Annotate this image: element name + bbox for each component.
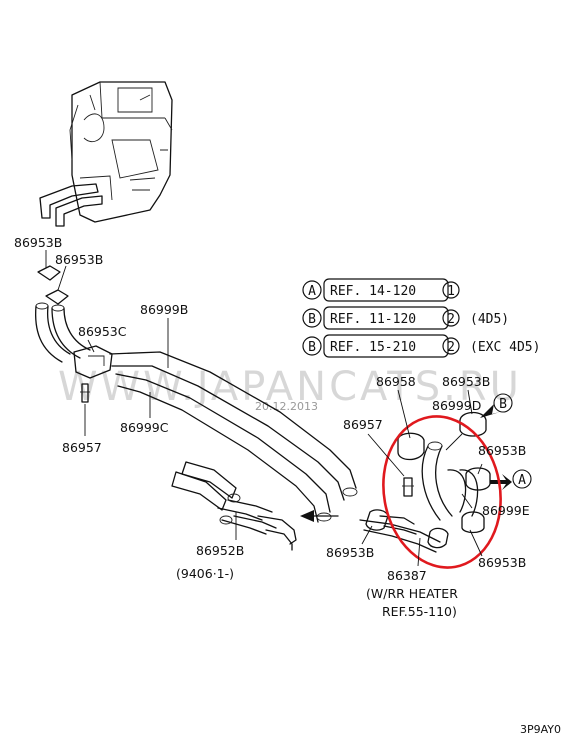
label-86999e: 86999E — [482, 503, 530, 518]
arrow-mark-b: B — [499, 397, 507, 412]
label-rr-heater: (W/RR HEATER — [366, 586, 458, 601]
ref-num-1: 1 — [447, 284, 455, 299]
reference-row-2: B REF. 11-120 2 (4D5) — [302, 306, 509, 330]
ref-note-3: (EXC 4D5) — [470, 340, 540, 355]
label-date-range: (9406·1-) — [176, 566, 234, 581]
label-86953c: 86953C — [78, 324, 127, 339]
label-86953b-5: 86953B — [478, 555, 526, 570]
ref-num-3: 2 — [447, 340, 455, 355]
label-86953b-2: 86953B — [55, 252, 103, 267]
label-86957-right: 86957 — [343, 417, 383, 432]
left-hose-assembly — [34, 265, 358, 523]
pipe-stubs-86952b — [171, 461, 339, 551]
reference-row-1: A REF. 14-120 1 — [302, 278, 460, 302]
label-86952b: 86952B — [196, 543, 244, 558]
label-86999c: 86999C — [120, 420, 169, 435]
watermark-date: 20.12.2013 — [255, 400, 318, 413]
heater-unit-drawing — [39, 81, 173, 227]
arrow-mark-a: A — [518, 473, 526, 488]
arrow-to-a-icon — [490, 474, 512, 490]
ref-num-2: 2 — [447, 312, 455, 327]
reference-row-3: B REF. 15-210 2 (EXC 4D5) — [302, 334, 540, 358]
diagram-code: 3P9AY0 — [520, 723, 561, 736]
ref-text-1: REF. 14-120 — [330, 284, 416, 299]
ref-note-2: (4D5) — [470, 312, 509, 327]
label-86387: 86387 — [387, 568, 427, 583]
watermark-text: WWW.JAPANCATS.RU — [58, 364, 522, 410]
highlight-circle — [382, 415, 502, 569]
label-86958: 86958 — [376, 374, 416, 389]
ref-letter-a: A — [308, 284, 316, 299]
label-86999d: 86999D — [432, 398, 481, 413]
label-86953b-4: 86953B — [478, 443, 526, 458]
arrow-to-b-icon — [480, 404, 500, 418]
ref-text-3: REF. 15-210 — [330, 340, 416, 355]
part-labels: 86953B 86953B 86953C 86999B 86957 86999C… — [14, 235, 530, 619]
ref-letter-b: B — [308, 312, 316, 327]
ref-letter-b2: B — [308, 340, 316, 355]
label-86957-left: 86957 — [62, 440, 102, 455]
label-86953b-3: 86953B — [442, 374, 490, 389]
label-86953b-1: 86953B — [14, 235, 62, 250]
label-86953b-6: 86953B — [326, 545, 374, 560]
arrow-left-icon — [300, 510, 314, 522]
label-86999b: 86999B — [140, 302, 188, 317]
ref-text-2: REF. 11-120 — [330, 312, 416, 327]
leader-lines — [45, 250, 483, 567]
label-rr-heater-ref: REF.55-110) — [382, 604, 457, 619]
